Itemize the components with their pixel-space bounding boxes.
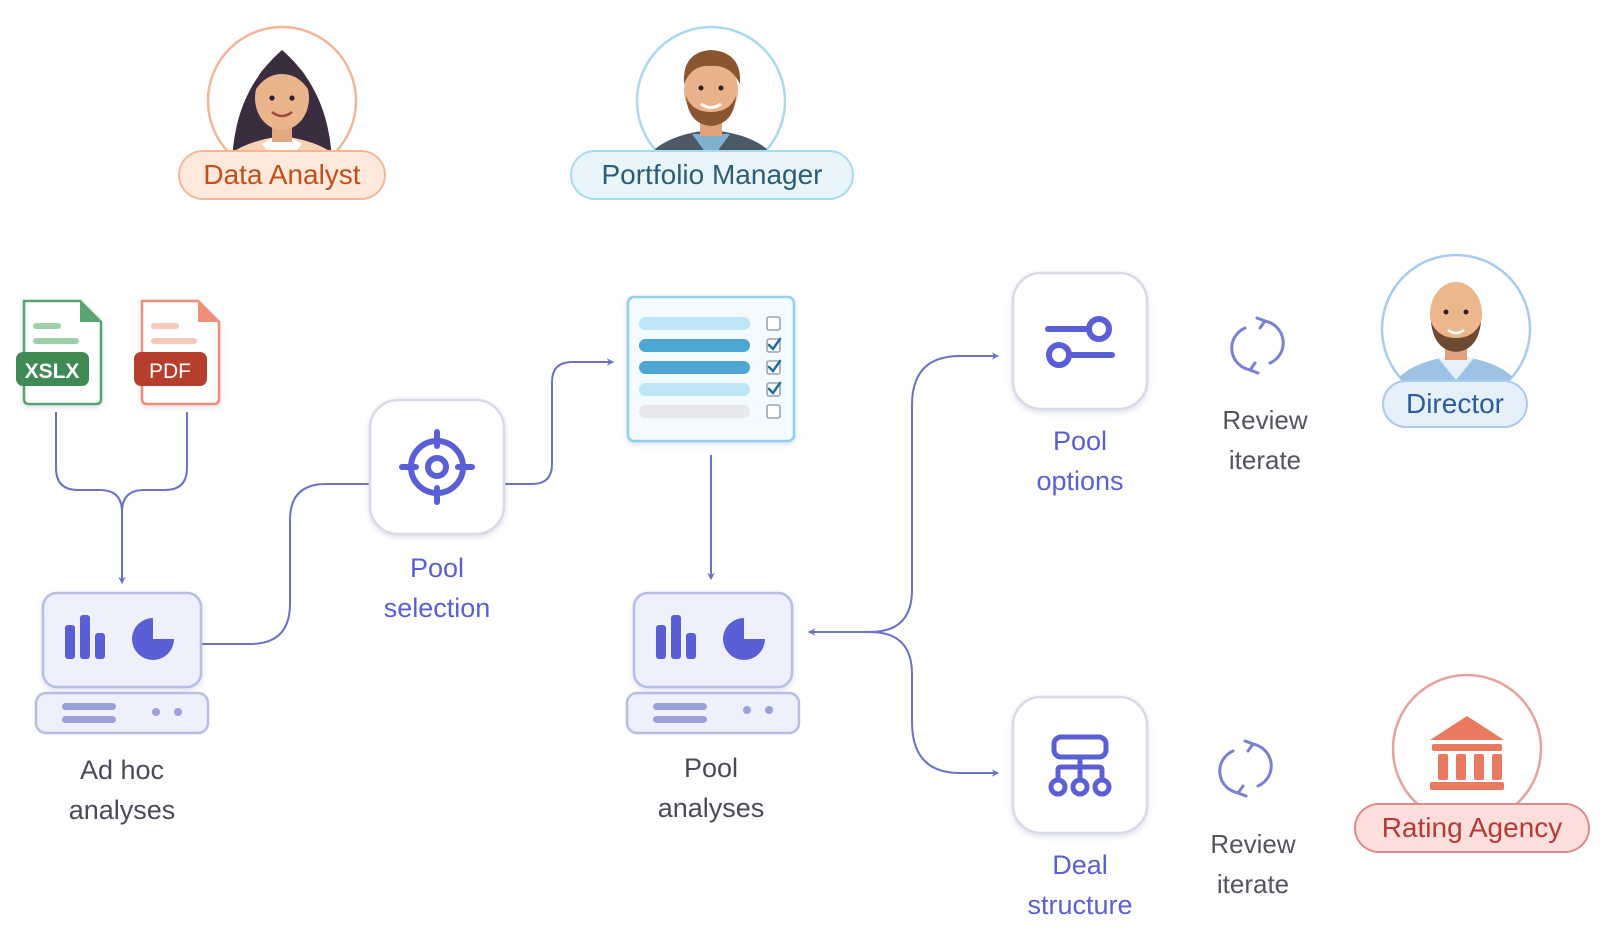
analytics-computer-icon — [34, 591, 210, 735]
spreadsheet-file-icon: XSLX — [16, 299, 103, 406]
refresh-cycle-icon — [1230, 316, 1285, 375]
connector-adhoc-to-selection — [200, 483, 370, 645]
label-review-bottom-line1: Review — [1210, 829, 1296, 859]
connector-hub-to-deal-structure — [869, 631, 1000, 777]
label-pool-selection-line2: selection — [383, 593, 491, 623]
label-ad-hoc-line2: analyses — [68, 795, 176, 825]
label-pool-options-line1: Pool — [1052, 426, 1108, 456]
persona-rating-agency: Rating Agency — [1354, 803, 1590, 853]
label-ad-hoc-analyses: Ad hoc analyses — [69, 750, 176, 830]
xlsx-tag: XSLX — [25, 360, 80, 383]
label-review-iterate-top: Review iterate — [1222, 400, 1307, 480]
label-deal-structure-line2: structure — [1027, 890, 1133, 920]
deal-structure-node — [1011, 695, 1149, 835]
target-icon — [399, 429, 475, 505]
pdf-file-icon: PDF — [134, 299, 221, 406]
label-pool-analyses-line2: analyses — [657, 793, 765, 823]
label-review-top-line2: iterate — [1228, 445, 1302, 475]
persona-data-analyst: Data Analyst — [178, 150, 386, 200]
label-ad-hoc-line1: Ad hoc — [79, 755, 165, 785]
label-review-top-line1: Review — [1222, 405, 1308, 435]
label-pool-options: Pool options — [1036, 421, 1123, 501]
toggle-options-icon — [1045, 316, 1115, 368]
pdf-tag: PDF — [149, 360, 191, 383]
label-deal-structure-line1: Deal — [1052, 850, 1108, 880]
bank-building-icon — [1430, 716, 1504, 790]
connectors — [55, 352, 1000, 777]
label-review-iterate-bottom: Review iterate — [1210, 824, 1295, 904]
refresh-cycle-icon-bottom — [1218, 739, 1273, 798]
label-deal-structure: Deal structure — [1027, 845, 1132, 925]
connector-hub-to-pool-options — [869, 352, 1000, 633]
label-pool-options-line2: options — [1036, 466, 1124, 496]
label-pool-selection-line1: Pool — [409, 553, 465, 583]
rating-agency-badge — [1391, 673, 1543, 825]
hierarchy-icon — [1048, 734, 1112, 797]
persona-director: Director — [1382, 380, 1528, 428]
connector-selection-to-checklist — [505, 358, 615, 485]
analytics-computer-icon-pool — [625, 591, 801, 735]
connector-xlsx-to-adhoc — [55, 412, 126, 585]
label-pool-analyses: Pool analyses — [658, 748, 765, 828]
label-pool-analyses-line1: Pool — [683, 753, 739, 783]
checklist-icon — [626, 295, 796, 443]
label-review-bottom-line2: iterate — [1216, 869, 1290, 899]
persona-portfolio-manager: Portfolio Manager — [570, 150, 854, 200]
label-pool-selection: Pool selection — [384, 548, 491, 628]
connector-pdf-to-adhoc — [121, 412, 188, 513]
director-avatar — [1380, 253, 1532, 405]
pool-selection-node — [368, 398, 506, 536]
pool-options-node — [1011, 271, 1149, 411]
